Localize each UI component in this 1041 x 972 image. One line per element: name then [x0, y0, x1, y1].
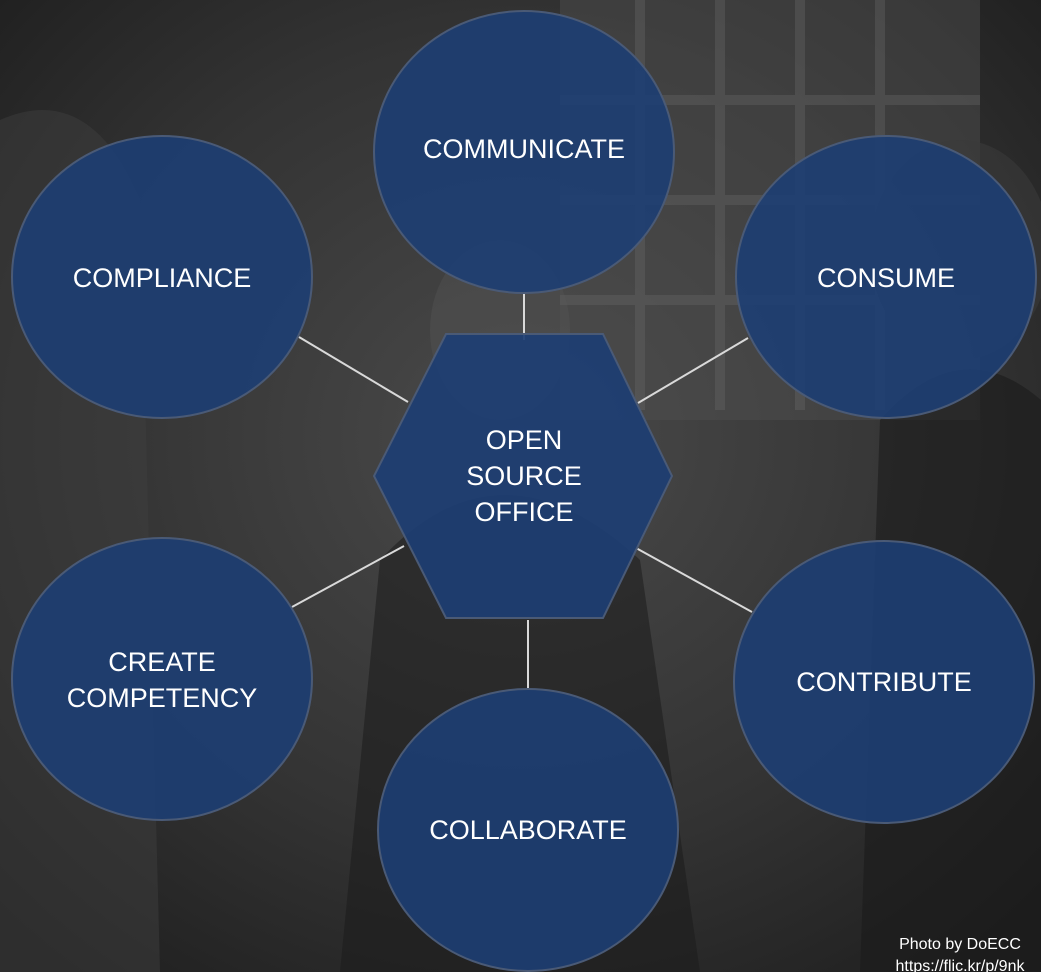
label-create-competency-line2: COMPETENCY: [66, 683, 258, 713]
label-create-competency: CREATE COMPETENCY: [12, 644, 312, 716]
connector-compliance: [298, 336, 409, 403]
center-line-3: OFFICE: [474, 497, 574, 527]
label-consume: CONSUME: [736, 260, 1036, 296]
label-create-competency-line1: CREATE: [108, 647, 216, 677]
node-consume: [735, 135, 1037, 419]
node-collaborate: [377, 688, 679, 972]
label-contribute-text: CONTRIBUTE: [796, 667, 972, 697]
node-contribute: [733, 540, 1035, 824]
photo-credit-line1: Photo by DoECC: [899, 936, 1021, 953]
label-collaborate-text: COLLABORATE: [429, 815, 627, 845]
label-contribute: CONTRIBUTE: [734, 664, 1034, 700]
node-compliance: [11, 135, 313, 419]
label-communicate-text: COMMUNICATE: [423, 134, 625, 164]
label-compliance: COMPLIANCE: [12, 260, 312, 296]
label-consume-text: CONSUME: [816, 263, 955, 293]
connector-contribute: [635, 547, 753, 613]
label-compliance-text: COMPLIANCE: [72, 263, 252, 293]
center-line-1: OPEN: [485, 425, 563, 455]
node-communicate: [373, 10, 675, 294]
label-communicate: COMMUNICATE: [374, 131, 674, 167]
connector-create-competency: [291, 545, 405, 608]
node-open-source-office: [372, 333, 674, 619]
node-create-competency: [11, 537, 313, 821]
photo-credit-link[interactable]: https://flic.kr/p/9nk: [895, 958, 1025, 972]
center-line-2: SOURCE: [466, 461, 582, 491]
label-collaborate: COLLABORATE: [378, 812, 678, 848]
connector-consume: [637, 337, 749, 404]
label-open-source-office: OPEN SOURCE OFFICE: [374, 422, 674, 530]
photo-credit: Photo by DoECC https://flic.kr/p/9nk: [840, 934, 1041, 972]
